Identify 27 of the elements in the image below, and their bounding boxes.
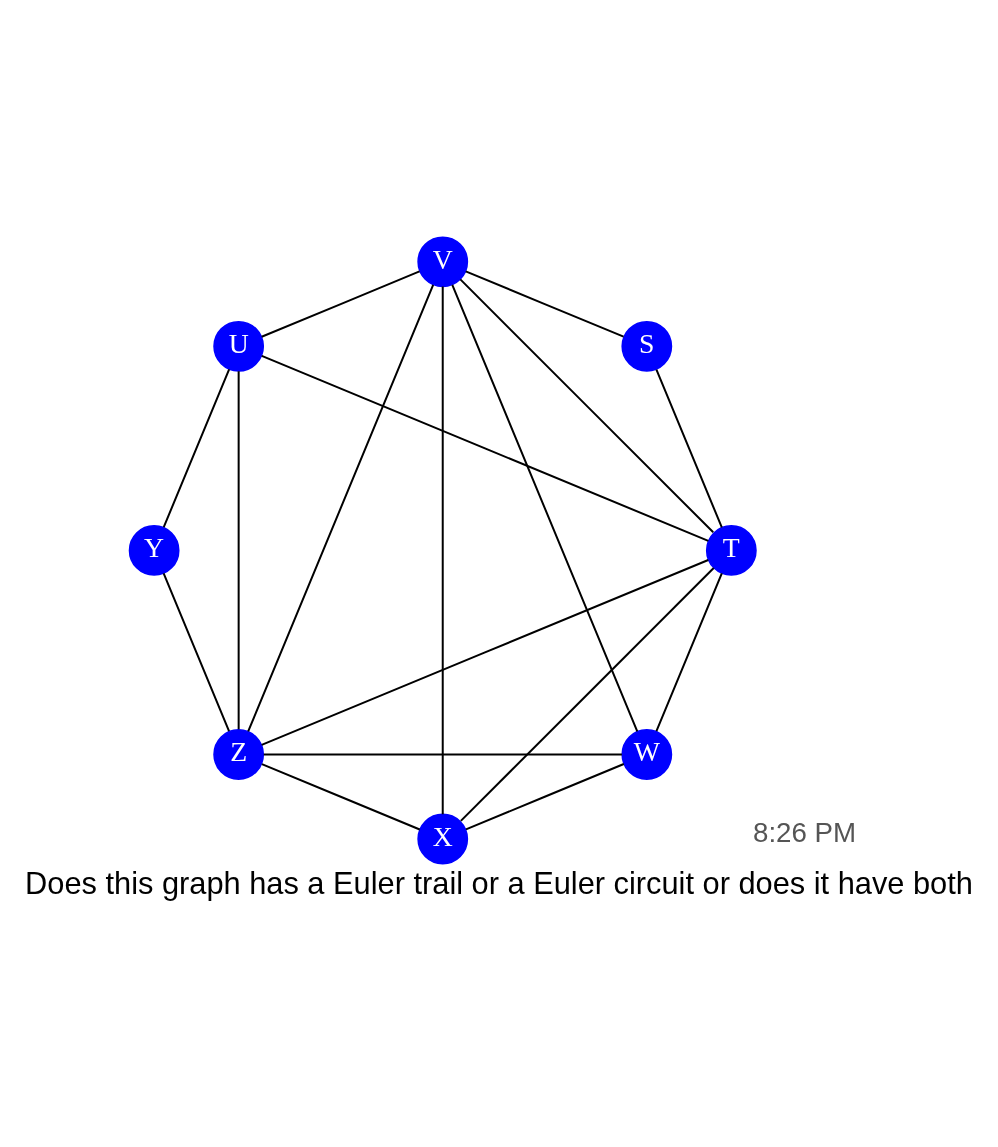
connector xyxy=(655,368,723,529)
connector xyxy=(260,558,710,746)
connector xyxy=(237,370,240,731)
connector xyxy=(441,285,444,816)
connector xyxy=(459,567,715,822)
label: 8:26 PM xyxy=(753,817,857,849)
connector xyxy=(260,354,710,542)
connector xyxy=(162,368,231,529)
caption: Does this graph has a Euler trail or a Euler circuit or does it have both xyxy=(25,866,973,902)
node-circle: Y xyxy=(128,525,180,576)
connector xyxy=(459,278,715,534)
connector xyxy=(655,572,723,733)
connector xyxy=(247,283,435,733)
connector xyxy=(464,270,625,338)
connector xyxy=(260,270,421,338)
node-circle: Z xyxy=(213,729,265,780)
connector xyxy=(262,753,623,756)
node-circle: V xyxy=(417,236,469,288)
node-circle: T xyxy=(705,525,757,576)
node-circle: X xyxy=(417,813,469,865)
connector xyxy=(464,763,625,831)
node-circle: W xyxy=(621,729,673,780)
node-circle: S xyxy=(621,320,673,372)
connector xyxy=(451,283,639,733)
connector xyxy=(260,763,421,831)
connector xyxy=(162,572,231,733)
node-circle: U xyxy=(213,320,265,372)
